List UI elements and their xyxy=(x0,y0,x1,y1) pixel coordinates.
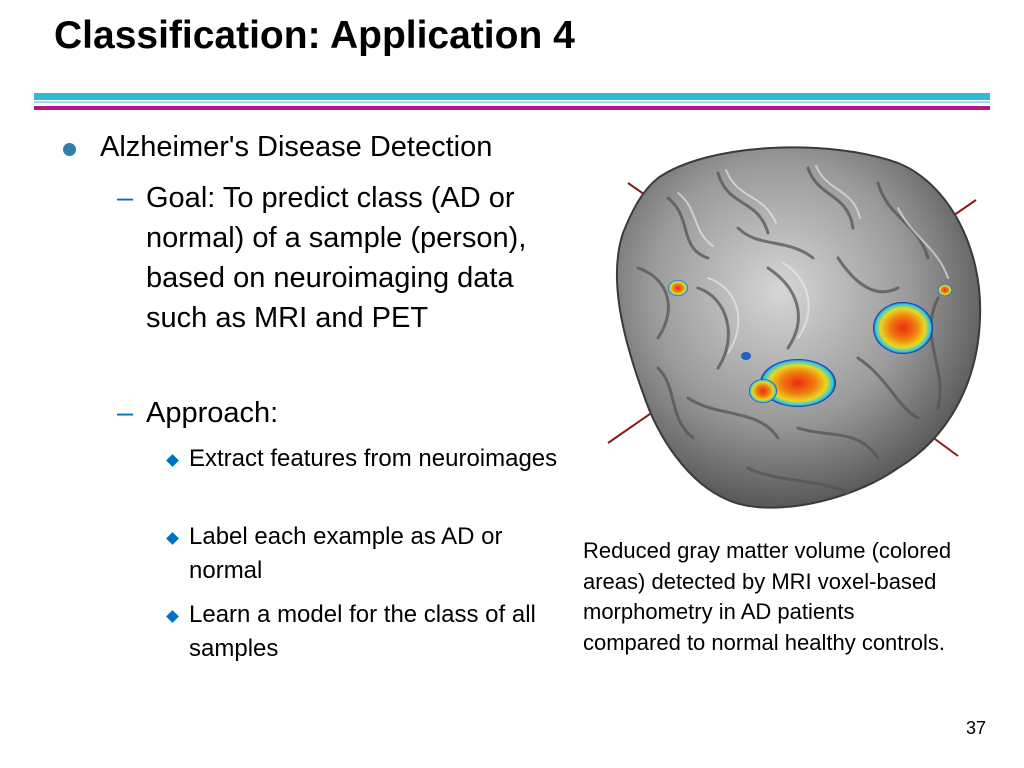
step-extract-features: Extract features from neuroimages xyxy=(189,445,558,472)
title-rule-cyan xyxy=(34,93,990,100)
dash-icon: – xyxy=(117,182,134,214)
approach-text: Approach: xyxy=(146,397,279,429)
step-learn-model: Learn a model for the class of all sampl… xyxy=(189,601,536,662)
bullet-dot-icon xyxy=(63,143,76,156)
step-label-examples: Label each example as AD or normal xyxy=(189,523,503,584)
brain-mri-image xyxy=(607,146,982,509)
diamond-bullet-icon xyxy=(166,454,179,467)
goal-text: Goal: To predict class (AD or normal) of… xyxy=(146,182,527,334)
diamond-bullet-icon xyxy=(166,532,179,545)
bullet-alzheimers: Alzheimer's Disease Detection xyxy=(100,131,493,163)
page-number: 37 xyxy=(966,718,987,738)
title-rule-magenta xyxy=(34,106,990,110)
figure-caption: Reduced gray matter volume (colored area… xyxy=(583,538,952,655)
dash-icon: – xyxy=(117,397,134,429)
slide-title: Classification: Application 4 xyxy=(54,14,575,57)
title-rule-light xyxy=(34,101,990,103)
diamond-bullet-icon xyxy=(166,610,179,623)
